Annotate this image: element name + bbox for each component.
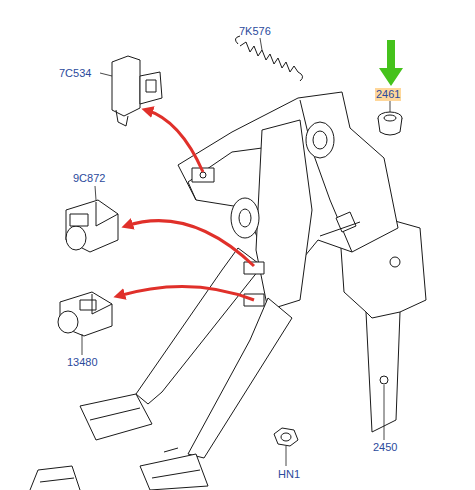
brake-light-switch: [112, 56, 162, 126]
callout-number: 7C534: [58, 67, 92, 80]
pedal-pad: [30, 466, 80, 490]
return-spring: [235, 36, 302, 81]
green-arrow: [379, 40, 403, 86]
clutch-switch: [58, 292, 112, 336]
callout-number: 2450: [372, 441, 398, 454]
callout-number: 9C872: [72, 172, 106, 185]
leader-lines: [82, 38, 390, 466]
bushing: [378, 112, 402, 135]
red-arrows: [118, 110, 254, 300]
pedal-switch: [66, 200, 118, 252]
callout-number: 7K576: [238, 25, 272, 38]
clutch-pad: [80, 394, 152, 440]
hex-nut: [274, 428, 298, 446]
callout-number: 13480: [66, 356, 99, 369]
callout-number: HN1: [277, 468, 301, 481]
brake-pad: [140, 454, 208, 490]
callout-number: 2461: [375, 88, 401, 101]
lever-plate: [256, 120, 312, 310]
